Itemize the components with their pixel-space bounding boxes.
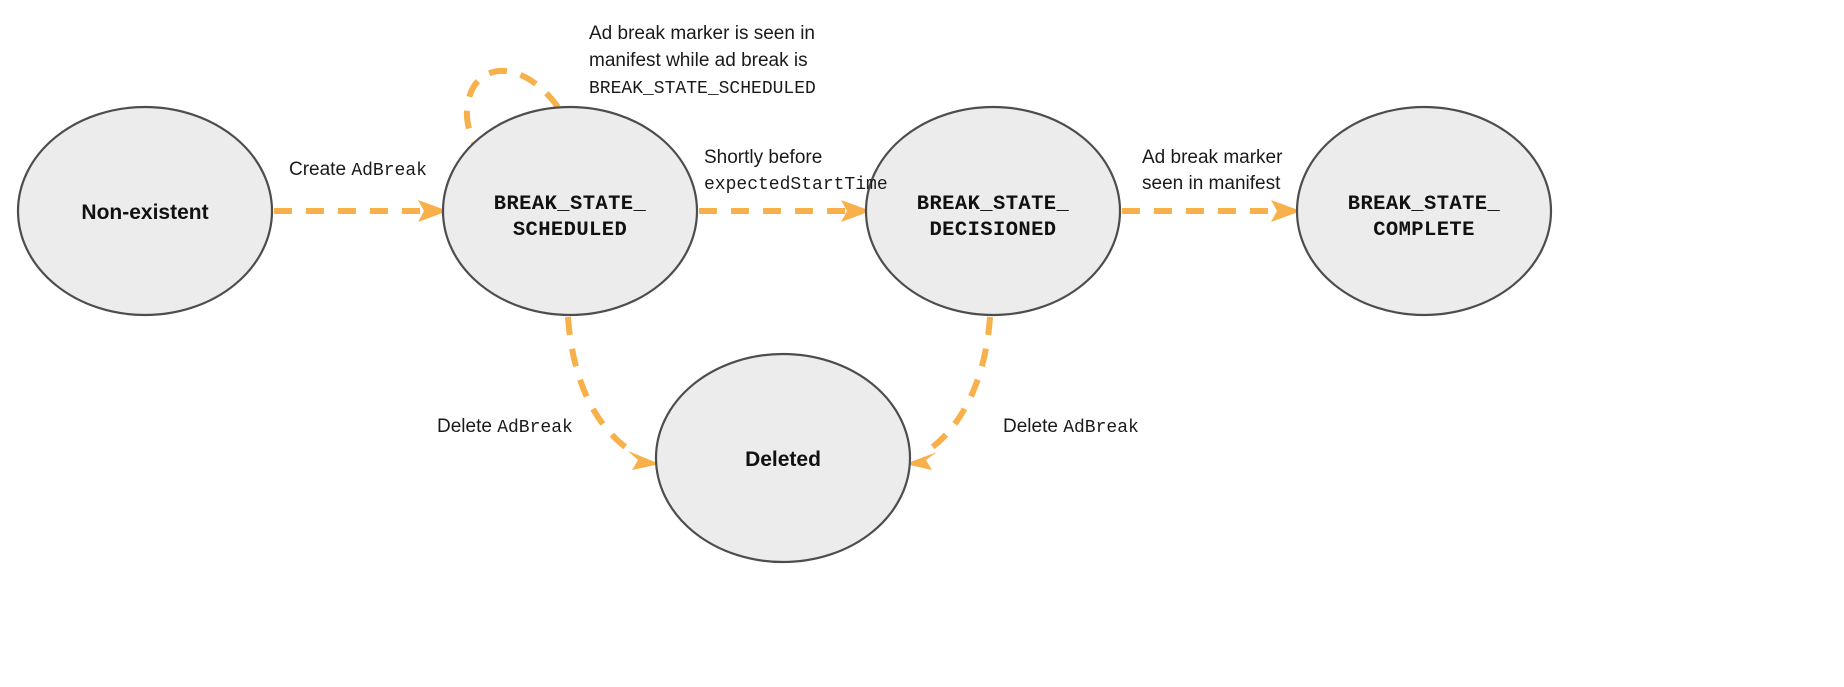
edge-scheduled-self-loop-line [463, 67, 561, 156]
node-break-state-decisioned-shape[interactable] [864, 105, 1122, 317]
edge-label-shortly-before: Shortly before expectedStartTime [704, 147, 888, 195]
edge-label-delete-from-decisioned-code: AdBreak [1063, 418, 1139, 438]
edge-label-scheduled-self-loop-line1: Ad break marker is seen in [589, 23, 815, 44]
node-break-state-scheduled-label-line1: BREAK_STATE_ [494, 193, 647, 216]
edge-label-scheduled-self-loop-line3: BREAK_STATE_SCHEDULED [589, 79, 816, 99]
edge-label-delete-from-decisioned-text: Delete [1003, 416, 1063, 437]
node-break-state-complete-label-line1: BREAK_STATE_ [1348, 193, 1501, 216]
node-non-existent-shape[interactable] [16, 105, 274, 317]
node-break-state-scheduled-label-line2: SCHEDULED [513, 219, 627, 242]
edge-delete-from-decisioned [905, 316, 993, 470]
node-deleted-shape[interactable] [654, 352, 912, 564]
edge-marker-seen-manifest-arrowhead [1271, 200, 1301, 222]
node-break-state-complete-label-line2: COMPLETE [1373, 219, 1475, 242]
edge-delete-from-scheduled-line [565, 316, 630, 452]
edge-marker-seen-manifest [1122, 200, 1301, 222]
edge-label-delete-from-decisioned: Delete AdBreak [1003, 416, 1139, 438]
edge-create-adbreak [274, 200, 448, 222]
node-non-existent[interactable]: Non-existent [16, 105, 274, 317]
node-break-state-scheduled-shape[interactable] [441, 105, 699, 317]
edge-create-adbreak-arrowhead [418, 200, 448, 222]
node-break-state-decisioned-label-line2: DECISIONED [929, 219, 1056, 242]
edge-label-create-adbreak-code: AdBreak [351, 161, 427, 181]
node-break-state-decisioned[interactable]: BREAK_STATE_ DECISIONED [864, 105, 1122, 317]
edge-label-shortly-before-line2: expectedStartTime [704, 175, 888, 195]
edge-label-delete-from-scheduled: Delete AdBreak [437, 416, 573, 438]
edge-label-scheduled-self-loop-line2: manifest while ad break is [589, 50, 808, 71]
node-non-existent-label: Non-existent [81, 201, 208, 224]
node-break-state-complete-shape[interactable] [1295, 105, 1553, 317]
node-deleted[interactable]: Deleted [654, 352, 912, 564]
svg-text:Create AdBreak: Create AdBreak [289, 159, 427, 181]
edge-delete-from-decisioned-arrowhead [905, 452, 937, 470]
node-break-state-scheduled[interactable]: BREAK_STATE_ SCHEDULED [441, 105, 699, 317]
edge-label-delete-from-scheduled-text: Delete [437, 416, 497, 437]
edge-delete-from-scheduled-arrowhead [628, 451, 660, 470]
node-break-state-decisioned-label-line1: BREAK_STATE_ [917, 193, 1070, 216]
node-break-state-complete[interactable]: BREAK_STATE_ COMPLETE [1295, 105, 1553, 317]
edge-label-marker-seen-manifest-line2: seen in manifest [1142, 173, 1281, 194]
edge-label-delete-from-scheduled-code: AdBreak [497, 418, 573, 438]
svg-text:Delete AdBreak: Delete AdBreak [1003, 416, 1139, 438]
edge-label-marker-seen-manifest-line1: Ad break marker [1142, 147, 1283, 168]
svg-text:Delete AdBreak: Delete AdBreak [437, 416, 573, 438]
edge-label-marker-seen-manifest: Ad break marker seen in manifest [1142, 147, 1283, 194]
edge-delete-from-decisioned-line [928, 316, 993, 452]
edge-label-scheduled-self-loop: Ad break marker is seen in manifest whil… [589, 23, 816, 99]
edge-label-create-adbreak-text: Create [289, 159, 351, 180]
edge-delete-from-scheduled [565, 316, 660, 470]
edge-shortly-before-arrowhead [841, 200, 871, 222]
edge-shortly-before [699, 200, 871, 222]
edge-label-create-adbreak: Create AdBreak [289, 159, 427, 181]
node-deleted-label: Deleted [745, 448, 821, 471]
edge-label-shortly-before-line1: Shortly before [704, 147, 822, 168]
